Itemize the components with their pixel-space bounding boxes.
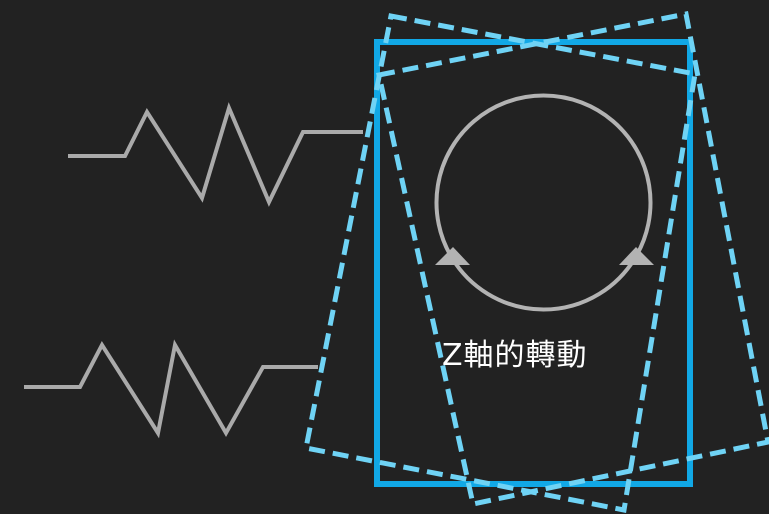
right-arrowhead-icon (619, 247, 654, 265)
left-arrowhead-icon (435, 247, 470, 265)
rotated-outline-clockwise (376, 11, 769, 507)
lower-spring (24, 339, 318, 439)
rotation-circle (434, 93, 653, 312)
rotated-outline-counterclockwise (303, 13, 698, 513)
upper-spring (68, 102, 363, 207)
rotation-label: Z軸的轉動 (442, 338, 588, 373)
